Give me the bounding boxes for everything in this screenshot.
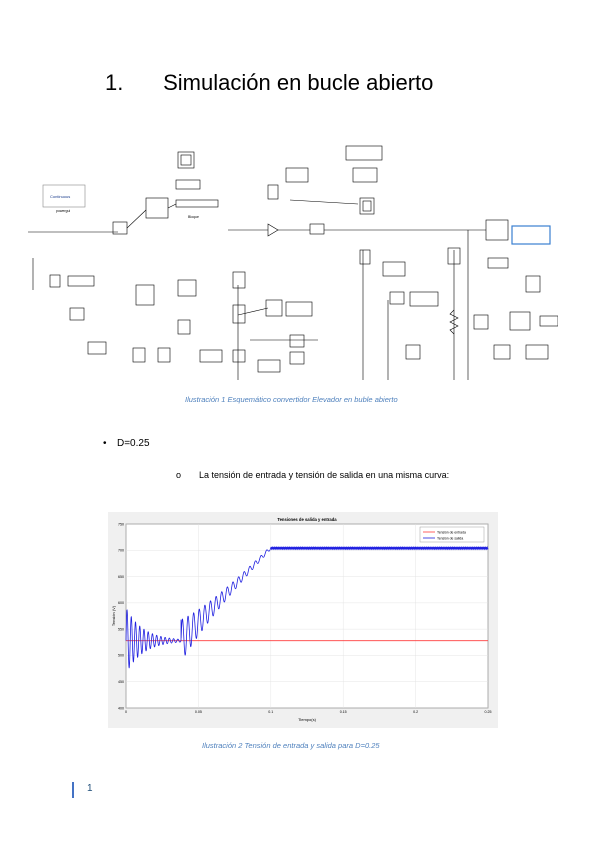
simulink-schematic-image: Continuous powergui Bloque [28,145,558,380]
bullet-item-text: D=0.25 [117,438,150,449]
figure-caption-1: Ilustración 1 Esquemático convertidor El… [185,395,398,404]
legend-box [419,526,485,543]
series-line-output [125,546,489,669]
plot-area [125,523,489,709]
svg-text:Continuous: Continuous [50,194,70,199]
legend-label-output: Tensión de salida [437,537,463,541]
section-heading-number: 1. [105,70,124,95]
x-tick-label: 0.15 [340,710,347,714]
x-tick-label: 0.1 [268,710,273,714]
y-tick-label: 650 [118,575,124,579]
x-tick-label: 0.2 [413,710,418,714]
y-tick-label: 700 [118,549,124,553]
svg-text:Bloque: Bloque [188,215,199,219]
bullet-item-duty-cycle: • D=0.25 [103,438,150,449]
figure-caption-2: Ilustración 2 Tensión de entrada y salid… [202,741,380,750]
series-lines [125,546,489,669]
y-tick-label: 500 [118,654,124,658]
x-axis-label: Tiempo(s) [298,717,317,722]
bullet-circle-icon: o [176,470,182,480]
y-tick-label: 400 [118,706,124,710]
y-tick-label: 450 [118,680,124,684]
y-tick-label: 750 [118,522,124,526]
section-heading-text: Simulación en bucle abierto [163,70,434,95]
bullet-dot-icon: • [103,438,107,449]
page-number: 1 [87,783,93,794]
x-tick-label: 0 [125,710,127,714]
chart-title: Tensiones de salida y entrada [277,517,337,522]
y-tick-labels: 400 450 500 550 600 650 700 750 [118,522,124,710]
grid-lines [125,523,489,709]
sub-bullet-item-text: La tensión de entrada y tensión de salid… [199,470,450,480]
y-tick-label: 600 [118,601,124,605]
legend-label-input: Tensión de entrada [437,531,466,535]
legend: Tensión de entrada Tensión de salida [419,526,485,543]
section-heading: 1. Simulación en bucle abierto [105,70,433,96]
x-tick-labels: 0 0.05 0.1 0.15 0.2 0.25 [125,710,492,714]
x-tick-label: 0.25 [485,710,492,714]
page-number-bar [72,782,74,798]
sub-bullet-item: o La tensión de entrada y tensión de sali… [176,470,449,480]
x-tick-label: 0.05 [195,710,202,714]
svg-text:powergui: powergui [56,209,70,213]
y-tick-label: 550 [118,627,124,631]
y-axis-label: Tensión (V) [111,605,116,626]
voltage-chart: 400 450 500 550 600 650 700 750 0 0.05 0.1 0.15 0.2… [108,512,498,728]
